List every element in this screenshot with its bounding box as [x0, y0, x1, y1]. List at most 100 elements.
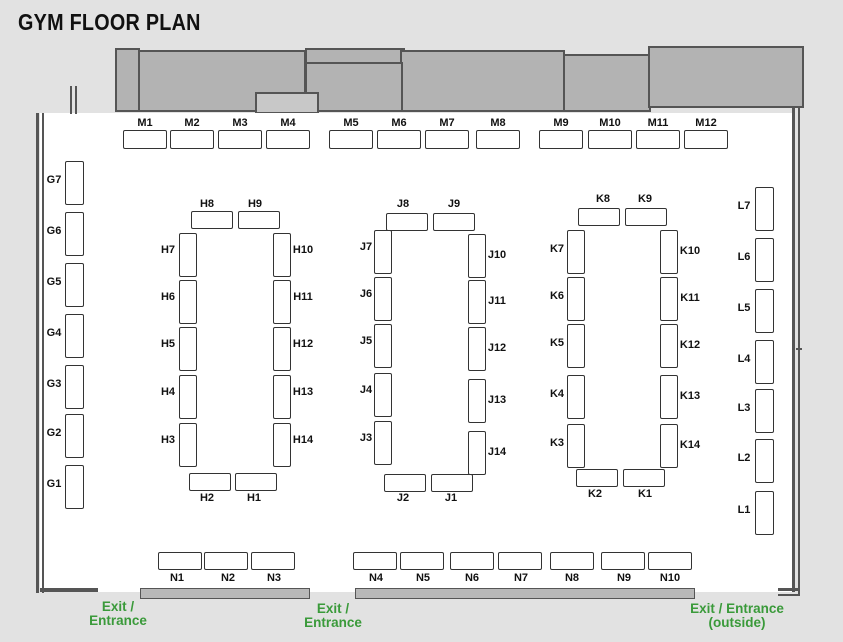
- table-label-n3: N3: [266, 572, 282, 584]
- table-j7[interactable]: [374, 230, 392, 274]
- table-n3[interactable]: [251, 552, 295, 570]
- table-label-l7: L7: [737, 200, 751, 212]
- table-label-k13: K13: [679, 390, 701, 402]
- table-k4[interactable]: [567, 375, 585, 419]
- table-j14[interactable]: [468, 431, 486, 475]
- table-h9[interactable]: [238, 211, 280, 229]
- table-n6[interactable]: [450, 552, 494, 570]
- table-l2[interactable]: [755, 439, 774, 483]
- table-m11[interactable]: [636, 130, 680, 149]
- table-j10[interactable]: [468, 234, 486, 278]
- table-h3[interactable]: [179, 423, 197, 467]
- table-k8[interactable]: [578, 208, 620, 226]
- bottom-wall: [40, 588, 98, 592]
- table-j9[interactable]: [433, 213, 475, 231]
- table-m1[interactable]: [123, 130, 167, 149]
- table-l4[interactable]: [755, 340, 774, 384]
- table-g6[interactable]: [65, 212, 84, 256]
- table-label-k8: K8: [595, 193, 611, 205]
- table-g5[interactable]: [65, 263, 84, 307]
- table-k2[interactable]: [576, 469, 618, 487]
- table-j11[interactable]: [468, 280, 486, 324]
- table-m5[interactable]: [329, 130, 373, 149]
- table-label-m10: M10: [599, 117, 621, 129]
- table-g1[interactable]: [65, 465, 84, 509]
- table-h7[interactable]: [179, 233, 197, 277]
- table-m7[interactable]: [425, 130, 469, 149]
- table-n9[interactable]: [601, 552, 645, 570]
- table-j8[interactable]: [386, 213, 428, 231]
- table-m4[interactable]: [266, 130, 310, 149]
- table-j5[interactable]: [374, 324, 392, 368]
- table-label-n6: N6: [464, 572, 480, 584]
- table-h4[interactable]: [179, 375, 197, 419]
- table-h2[interactable]: [189, 473, 231, 491]
- table-k6[interactable]: [567, 277, 585, 321]
- table-label-m1: M1: [137, 117, 153, 129]
- table-g7[interactable]: [65, 161, 84, 205]
- table-h11[interactable]: [273, 280, 291, 324]
- table-label-g2: G2: [46, 427, 62, 439]
- table-g3[interactable]: [65, 365, 84, 409]
- table-l3[interactable]: [755, 389, 774, 433]
- table-k10[interactable]: [660, 230, 678, 274]
- table-h14[interactable]: [273, 423, 291, 467]
- table-n5[interactable]: [400, 552, 444, 570]
- top-wall-block: [138, 50, 306, 112]
- table-h8[interactable]: [191, 211, 233, 229]
- table-h1[interactable]: [235, 473, 277, 491]
- table-h13[interactable]: [273, 375, 291, 419]
- table-m6[interactable]: [377, 130, 421, 149]
- table-h5[interactable]: [179, 327, 197, 371]
- table-label-k9: K9: [637, 193, 653, 205]
- table-k7[interactable]: [567, 230, 585, 274]
- table-n8[interactable]: [550, 552, 594, 570]
- table-label-h11: H11: [293, 291, 313, 303]
- table-label-h9: H9: [247, 198, 263, 210]
- table-m2[interactable]: [170, 130, 214, 149]
- right-wall-marker: [796, 348, 802, 350]
- table-m12[interactable]: [684, 130, 728, 149]
- table-n1[interactable]: [158, 552, 202, 570]
- table-l7[interactable]: [755, 187, 774, 231]
- table-m3[interactable]: [218, 130, 262, 149]
- table-j3[interactable]: [374, 421, 392, 465]
- table-label-l2: L2: [737, 452, 751, 464]
- table-k14[interactable]: [660, 424, 678, 468]
- table-n2[interactable]: [204, 552, 248, 570]
- table-k13[interactable]: [660, 375, 678, 419]
- table-g2[interactable]: [65, 414, 84, 458]
- table-label-h10: H10: [292, 244, 314, 256]
- table-j6[interactable]: [374, 277, 392, 321]
- table-n10[interactable]: [648, 552, 692, 570]
- table-m9[interactable]: [539, 130, 583, 149]
- table-j12[interactable]: [468, 327, 486, 371]
- table-m10[interactable]: [588, 130, 632, 149]
- table-n4[interactable]: [353, 552, 397, 570]
- table-label-j2: J2: [396, 492, 410, 504]
- table-h6[interactable]: [179, 280, 197, 324]
- table-j13[interactable]: [468, 379, 486, 423]
- table-label-n9: N9: [616, 572, 632, 584]
- table-label-n4: N4: [368, 572, 384, 584]
- table-label-k3: K3: [549, 437, 565, 449]
- table-label-k2: K2: [587, 488, 603, 500]
- table-h12[interactable]: [273, 327, 291, 371]
- table-j2[interactable]: [384, 474, 426, 492]
- table-k5[interactable]: [567, 324, 585, 368]
- table-j1[interactable]: [431, 474, 473, 492]
- table-k3[interactable]: [567, 424, 585, 468]
- table-l5[interactable]: [755, 289, 774, 333]
- table-k11[interactable]: [660, 277, 678, 321]
- table-g4[interactable]: [65, 314, 84, 358]
- table-l1[interactable]: [755, 491, 774, 535]
- table-m8[interactable]: [476, 130, 520, 149]
- table-j4[interactable]: [374, 373, 392, 417]
- table-k12[interactable]: [660, 324, 678, 368]
- table-k9[interactable]: [625, 208, 667, 226]
- table-l6[interactable]: [755, 238, 774, 282]
- table-k1[interactable]: [623, 469, 665, 487]
- table-n7[interactable]: [498, 552, 542, 570]
- table-label-n7: N7: [513, 572, 529, 584]
- table-h10[interactable]: [273, 233, 291, 277]
